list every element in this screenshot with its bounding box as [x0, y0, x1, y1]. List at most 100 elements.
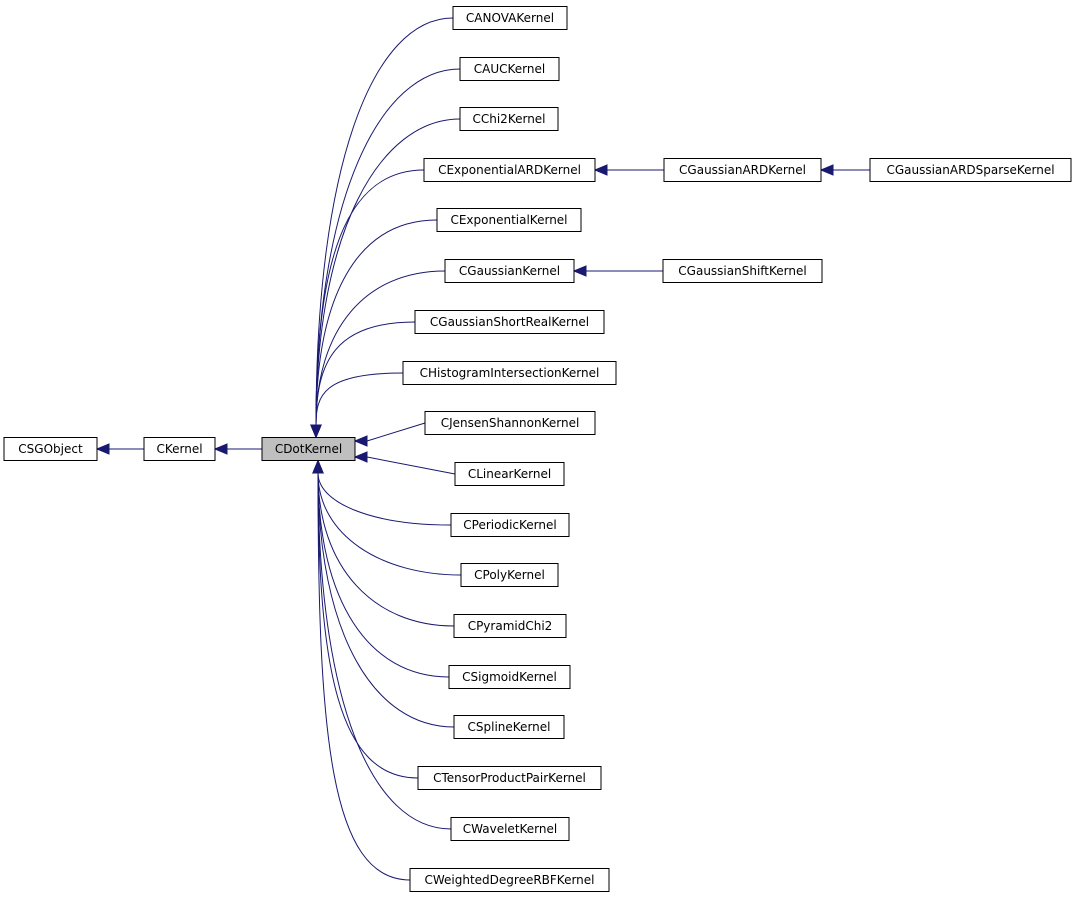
node-box-CJensenShannonKernel [424, 411, 596, 435]
node-box-CExponentialARDKernel [423, 158, 596, 182]
arrowhead-CLinearKernel [353, 451, 368, 463]
node-CPyramidChi2[interactable]: CPyramidChi2 [453, 614, 567, 638]
nodes-layer: CSGObject CKernel CDotKernel CANOVAKernelCA… [3, 6, 1072, 892]
node-CWeightedDegreeRBFKernel[interactable]: CWeightedDegreeRBFKernel [409, 868, 610, 892]
node-box-CANOVAKernel [452, 6, 568, 30]
edge-CKernel-to-CSGObject [95, 443, 144, 455]
node-label-CHistogramIntersectionKernel: CHistogramIntersectionKernel [420, 366, 600, 380]
edge-line-CWaveletKernel [317, 472, 452, 830]
node-label-CGaussianKernel: CGaussianKernel [459, 264, 560, 278]
edge-CSigmoidKernel-to-CDotKernel [312, 459, 450, 678]
node-box-CWaveletKernel [450, 817, 570, 841]
edge-line-CChi2Kernel [315, 118, 461, 426]
edge-line-CSplineKernel [317, 472, 455, 728]
edge-line-CPolyKernel [317, 472, 462, 576]
node-box-CSplineKernel [453, 715, 565, 739]
arrowhead-CHistogramIntersectionKernel [310, 424, 322, 439]
edge-CTensorProductPairKernel-to-CDotKernel [312, 459, 419, 779]
node-label-CGaussianShortRealKernel: CGaussianShortRealKernel [430, 315, 589, 329]
node-label-CGaussianShiftKernel: CGaussianShiftKernel [678, 264, 806, 278]
node-box-CExponentialKernel [436, 208, 582, 232]
node-label-CPeriodicKernel: CPeriodicKernel [463, 518, 556, 532]
edge-CGaussianARDKernel-to-CExponentialARDKernel [593, 164, 664, 176]
edge-line-CANOVAKernel [315, 17, 454, 426]
node-CJensenShannonKernel[interactable]: CJensenShannonKernel [424, 411, 596, 435]
node-box-CHistogramIntersectionKernel [402, 361, 617, 385]
node-CAUCKernel[interactable]: CAUCKernel [459, 57, 560, 81]
node-box-CSigmoidKernel [448, 665, 571, 689]
node-CExponentialARDKernel[interactable]: CExponentialARDKernel [423, 158, 596, 182]
arrowhead-CKernel [95, 443, 110, 455]
node-CHistogramIntersectionKernel[interactable]: CHistogramIntersectionKernel [402, 361, 617, 385]
node-box-CTensorProductPairKernel [417, 766, 602, 790]
node-box-CPeriodicKernel [450, 513, 570, 537]
node-label-CExponentialARDKernel: CExponentialARDKernel [438, 163, 581, 177]
arrowhead-CJensenShannonKernel [353, 435, 368, 447]
node-label-CAUCKernel: CAUCKernel [474, 62, 545, 76]
node-CLinearKernel[interactable]: CLinearKernel [454, 462, 565, 486]
edge-line-CJensenShannonKernel [366, 422, 426, 442]
edge-line-CTensorProductPairKernel [317, 472, 419, 779]
node-CGaussianShiftKernel[interactable]: CGaussianShiftKernel [662, 259, 823, 283]
node-label-CWeightedDegreeRBFKernel: CWeightedDegreeRBFKernel [424, 873, 594, 887]
node-CWaveletKernel[interactable]: CWaveletKernel [450, 817, 570, 841]
edge-CDotKernel-to-CKernel [213, 443, 262, 455]
node-label-CExponentialKernel: CExponentialKernel [450, 213, 567, 227]
edge-CPyramidChi2-to-CDotKernel [312, 459, 455, 627]
node-label-CANOVAKernel: CANOVAKernel [466, 11, 554, 25]
node-label-CSplineKernel: CSplineKernel [468, 720, 551, 734]
node-CDotKernel: CDotKernel [261, 437, 356, 461]
node-CPeriodicKernel[interactable]: CPeriodicKernel [450, 513, 570, 537]
node-box-CPolyKernel [460, 563, 559, 587]
edge-line-CExponentialARDKernel [315, 169, 425, 426]
node-CGaussianARDKernel[interactable]: CGaussianARDKernel [663, 158, 822, 182]
node-box-CWeightedDegreeRBFKernel [409, 868, 610, 892]
node-label-CKernel: CKernel [156, 442, 202, 456]
node-label-CGaussianARDSparseKernel: CGaussianARDSparseKernel [886, 163, 1054, 177]
node-label-CJensenShannonKernel: CJensenShannonKernel [441, 416, 580, 430]
node-CSplineKernel[interactable]: CSplineKernel [453, 715, 565, 739]
edge-line-CPyramidChi2 [317, 472, 455, 627]
node-label-CSigmoidKernel: CSigmoidKernel [462, 670, 557, 684]
edge-CSplineKernel-to-CDotKernel [312, 459, 455, 728]
node-CSigmoidKernel[interactable]: CSigmoidKernel [448, 665, 571, 689]
arrowhead-CGaussianShiftKernel [572, 265, 587, 277]
node-box-CKernel [143, 437, 216, 461]
edge-line-CWeightedDegreeRBFKernel [317, 472, 411, 881]
edge-line-CHistogramIntersectionKernel [315, 372, 404, 426]
edge-CJensenShannonKernel-to-CDotKernel [353, 422, 426, 447]
node-CKernel[interactable]: CKernel [143, 437, 216, 461]
arrowhead-CGaussianARDKernel [593, 164, 608, 176]
node-CTensorProductPairKernel[interactable]: CTensorProductPairKernel [417, 766, 602, 790]
node-CGaussianARDSparseKernel[interactable]: CGaussianARDSparseKernel [869, 158, 1072, 182]
edge-CLinearKernel-to-CDotKernel [353, 451, 456, 475]
node-CSGObject[interactable]: CSGObject [3, 437, 98, 461]
node-CGaussianShortRealKernel[interactable]: CGaussianShortRealKernel [414, 310, 605, 334]
node-label-CPyramidChi2: CPyramidChi2 [468, 619, 553, 633]
edge-CHistogramIntersectionKernel-to-CDotKernel [310, 372, 404, 439]
node-box-CGaussianShiftKernel [662, 259, 823, 283]
edges-layer [95, 17, 870, 881]
node-label-CLinearKernel: CLinearKernel [468, 467, 551, 481]
node-CANOVAKernel[interactable]: CANOVAKernel [452, 6, 568, 30]
node-box-CPyramidChi2 [453, 614, 567, 638]
node-label-CDotKernel: CDotKernel [275, 442, 342, 456]
arrowhead-CGaussianARDSparseKernel [819, 164, 834, 176]
edge-CGaussianShortRealKernel-to-CDotKernel [310, 321, 416, 439]
node-CExponentialKernel[interactable]: CExponentialKernel [436, 208, 582, 232]
node-box-CDotKernel [261, 437, 356, 461]
node-CPolyKernel[interactable]: CPolyKernel [460, 563, 559, 587]
edge-CPeriodicKernel-to-CDotKernel [312, 459, 452, 526]
arrowhead-CDotKernel [213, 443, 228, 455]
node-label-CGaussianARDKernel: CGaussianARDKernel [679, 163, 806, 177]
edge-CGaussianShiftKernel-to-CGaussianKernel [572, 265, 663, 277]
node-label-CSGObject: CSGObject [18, 442, 83, 456]
node-box-CLinearKernel [454, 462, 565, 486]
node-CGaussianKernel[interactable]: CGaussianKernel [444, 259, 575, 283]
edge-CPolyKernel-to-CDotKernel [312, 459, 462, 576]
node-box-CGaussianShortRealKernel [414, 310, 605, 334]
arrowhead-CWeightedDegreeRBFKernel [312, 459, 324, 474]
node-CChi2Kernel[interactable]: CChi2Kernel [459, 107, 559, 131]
node-label-CChi2Kernel: CChi2Kernel [472, 112, 545, 126]
node-box-CGaussianARDKernel [663, 158, 822, 182]
